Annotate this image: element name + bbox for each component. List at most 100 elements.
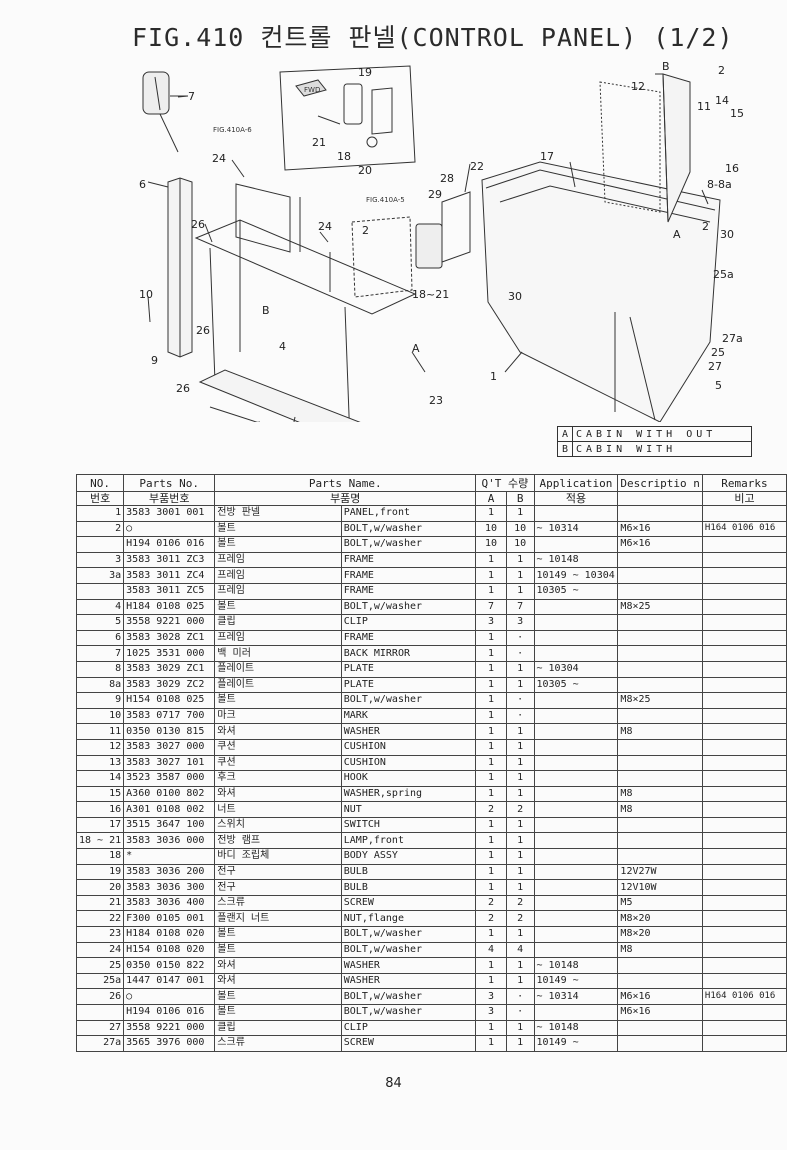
cell-b: 1 [505, 582, 535, 600]
cell-desc [617, 551, 703, 569]
cell-b: 2 [505, 801, 535, 818]
cell-a: 2 [475, 894, 507, 912]
cell-pno: H194 0106 016 [123, 536, 216, 553]
cell-a: 7 [475, 598, 507, 616]
right-plate-drawing [655, 73, 691, 223]
cell-desc [617, 676, 703, 694]
cell-kr: 플랜지 너트 [214, 910, 342, 928]
cell-en: FRAME [340, 567, 477, 584]
cell-en: SWITCH [340, 816, 477, 834]
cell-no: 23 [75, 926, 125, 943]
cell-app [533, 770, 619, 787]
cell-app [533, 894, 619, 912]
col-header-remarks-kr: 비고 [701, 491, 787, 506]
cell-kr: 볼트 [214, 941, 342, 959]
callout-label: 30 [720, 228, 734, 241]
cell-b: 1 [505, 754, 535, 772]
cell-desc [617, 1019, 703, 1037]
cell-a: 1 [475, 926, 507, 943]
cell-no: 9 [75, 692, 125, 709]
cell-app [533, 926, 619, 943]
cell-a: 1 [475, 738, 507, 756]
callout-label: A [412, 342, 420, 355]
cell-b: 1 [505, 863, 535, 881]
cell-app [533, 832, 619, 850]
cell-no: 25a [75, 972, 125, 990]
cell-en: PLATE [340, 676, 477, 694]
callout-label: 16 [725, 162, 739, 175]
cell-pno: H184 0108 025 [123, 598, 216, 616]
cell-b: 1 [505, 738, 535, 756]
legend-key: B [557, 441, 573, 457]
cell-desc [617, 738, 703, 756]
cell-pno: 3558 9221 000 [123, 1019, 216, 1037]
cell-desc [617, 660, 703, 678]
cell-kr: 볼트 [214, 520, 342, 538]
cell-a: 1 [475, 785, 507, 803]
cell-app: 10149 ~ 10304 [533, 567, 619, 584]
cell-b: 1 [505, 770, 535, 787]
cell-en: FRAME [340, 629, 477, 647]
callout-label: 2 [362, 224, 369, 237]
cell-no [75, 536, 125, 553]
callout-label: 10 [139, 288, 153, 301]
cell-pno: 0350 0150 822 [123, 957, 216, 974]
cell-rem [701, 816, 787, 834]
cell-desc: M8 [617, 801, 703, 818]
cell-rem [701, 879, 787, 896]
cell-en: BOLT,w/washer [340, 1004, 477, 1021]
cell-b: · [505, 1004, 535, 1021]
cell-rem [701, 629, 787, 647]
callout-label: 18~21 [412, 288, 449, 301]
legend-row: A CABIN WITH OUT [557, 426, 752, 442]
cell-pno: ○ [123, 988, 216, 1005]
col-header-qty-a: A [475, 491, 507, 506]
cell-kr: 프레임 [214, 582, 342, 600]
cell-en: BOLT,w/washer [340, 926, 477, 943]
cell-kr: 볼트 [214, 988, 342, 1005]
cell-pno: * [123, 848, 216, 865]
cell-pno: 3583 3001 001 [123, 505, 216, 522]
callout-label: B [262, 304, 270, 317]
callout-label: 5 [715, 379, 722, 392]
cell-en: WASHER [340, 972, 477, 990]
cell-rem [701, 676, 787, 694]
cell-b: 1 [505, 660, 535, 678]
cell-no: 15 [75, 785, 125, 803]
cell-a: 3 [475, 614, 507, 631]
cell-app [533, 785, 619, 803]
cell-app: 10149 ~ [533, 1035, 619, 1052]
callout-label: 28 [440, 172, 454, 185]
fig-ref-label: FIG.410A-6 [213, 126, 252, 134]
callout-label: 7 [188, 90, 195, 103]
exploded-parts-diagram: 7 6 24 26 10 9 26 13 4 4 26 4 23 3-3a B … [139, 60, 744, 422]
cell-a: 1 [475, 505, 507, 522]
cell-b: 1 [505, 972, 535, 990]
cell-kr: 스크류 [214, 1035, 342, 1052]
callout-label: 12 [631, 80, 645, 93]
cell-desc [617, 567, 703, 584]
cell-pno: 0350 0130 815 [123, 723, 216, 740]
page-number: 84 [385, 1076, 402, 1091]
front-lamp-drawing [415, 191, 471, 269]
cell-en: NUT,flange [340, 910, 477, 928]
callout-label: 24 [318, 220, 332, 233]
cell-desc: M8×20 [617, 910, 703, 928]
cell-desc [617, 629, 703, 647]
cell-desc: M8×25 [617, 692, 703, 709]
cell-rem [701, 941, 787, 959]
callout-label: 17 [540, 150, 554, 163]
cell-en: CUSHION [340, 754, 477, 772]
cell-kr: 볼트 [214, 926, 342, 943]
cell-rem [701, 598, 787, 616]
cell-a: 1 [475, 660, 507, 678]
cell-rem [701, 551, 787, 569]
callout-label: 8-8a [707, 178, 732, 191]
